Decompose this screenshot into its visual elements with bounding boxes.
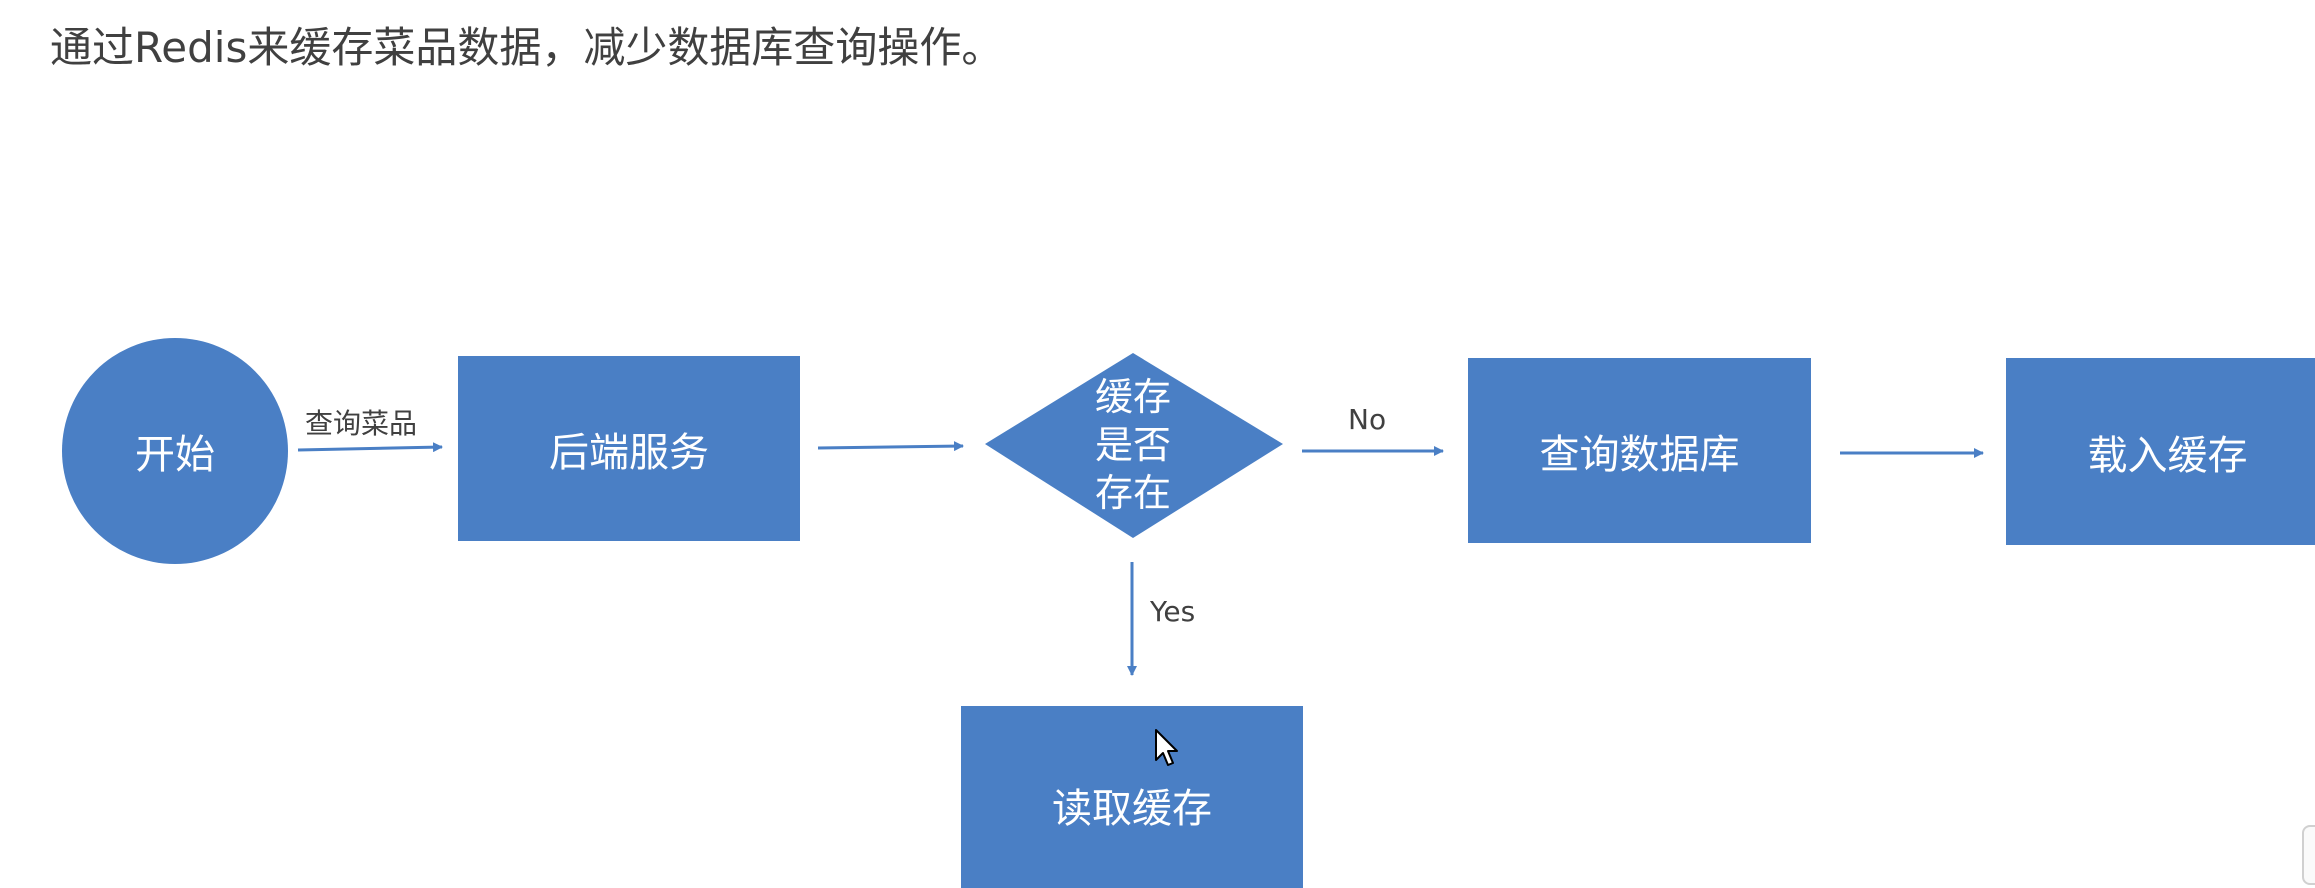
node-backend-service: 后端服务 bbox=[458, 356, 800, 541]
node-backend-service-label: 后端服务 bbox=[549, 429, 709, 476]
arrow-backend-to-decision bbox=[817, 441, 964, 452]
edge-label-no: No bbox=[1348, 403, 1387, 436]
mouse-pointer-icon bbox=[1154, 728, 1180, 772]
decision-label: 缓存 是否 存在 bbox=[1094, 375, 1171, 515]
node-query-database: 查询数据库 bbox=[1468, 358, 1811, 543]
scroll-handle[interactable] bbox=[2302, 825, 2315, 885]
node-read-cache-label: 读取缓存 bbox=[1052, 786, 1212, 832]
node-start: 开始 bbox=[62, 338, 288, 564]
node-load-cache: 载入缓存 bbox=[2006, 358, 2315, 545]
arrow-start-to-backend bbox=[297, 442, 443, 453]
edge-label-query-dishes: 查询菜品 bbox=[305, 407, 418, 440]
decision-diamond bbox=[985, 353, 1283, 538]
node-start-label: 开始 bbox=[135, 432, 215, 478]
node-query-database-label: 查询数据库 bbox=[1539, 431, 1740, 478]
node-load-cache-label: 载入缓存 bbox=[2087, 432, 2248, 479]
node-read-cache: 读取缓存 bbox=[961, 706, 1303, 888]
page-caption: 通过Redis来缓存菜品数据，减少数据库查询操作。 bbox=[50, 23, 1004, 72]
edge-label-yes: Yes bbox=[1150, 595, 1196, 628]
